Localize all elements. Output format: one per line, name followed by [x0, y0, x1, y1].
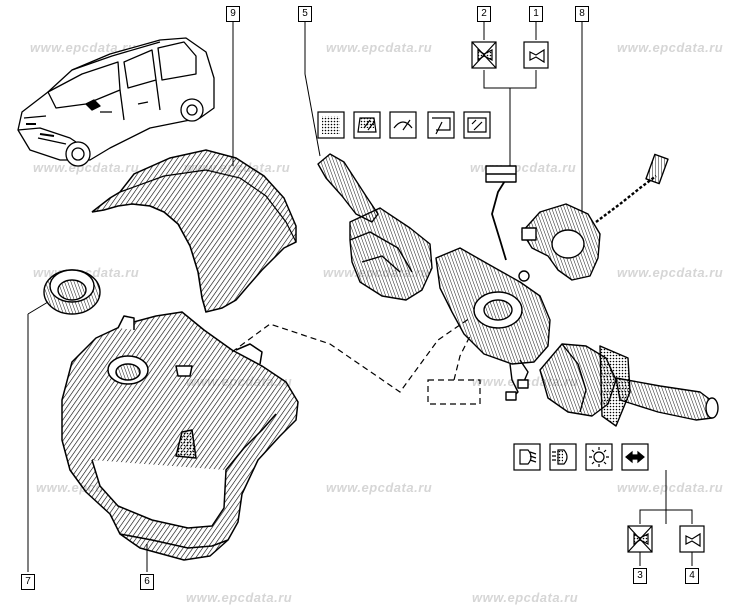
callout-4: 4	[685, 568, 699, 584]
watermark: www.epcdata.ru	[33, 160, 140, 175]
upper-steering-shroud	[91, 149, 297, 313]
wiper-stalk	[317, 153, 433, 301]
transponder-ring	[521, 153, 669, 281]
sidelight-icon	[585, 443, 613, 471]
wiper-single-icon	[389, 111, 417, 139]
wiper-intermittent-icon	[317, 111, 345, 139]
dashed-connection	[231, 317, 481, 405]
callout-7: 7	[21, 574, 35, 590]
horn-symbols-bottom	[627, 525, 705, 553]
horn-icon	[679, 525, 705, 553]
callout-6: 6	[140, 574, 154, 590]
horn-icon	[523, 41, 549, 69]
low-beam-icon	[513, 443, 541, 471]
wiper-rear-icon	[427, 111, 455, 139]
grommet	[43, 269, 101, 315]
horn-crossed-icon	[627, 525, 653, 553]
leader-lines	[27, 20, 693, 572]
washer-rear-icon	[463, 111, 491, 139]
watermark: www.epcdata.ru	[326, 480, 433, 495]
wiper-symbol-row	[317, 111, 491, 139]
turn-signal-icon	[621, 443, 649, 471]
lower-steering-shroud	[61, 311, 299, 561]
callout-9: 9	[226, 6, 240, 22]
light-stalk	[539, 343, 719, 427]
callout-3: 3	[633, 568, 647, 584]
horn-symbols-top	[471, 41, 549, 69]
callout-8: 8	[575, 6, 589, 22]
watermark: www.epcdata.ru	[617, 40, 724, 55]
switch-assembly-body	[435, 165, 551, 401]
callout-2: 2	[477, 6, 491, 22]
high-beam-icon	[549, 443, 577, 471]
watermark: www.epcdata.ru	[326, 40, 433, 55]
watermark: www.epcdata.ru	[30, 40, 137, 55]
watermark: www.epcdata.ru	[617, 265, 724, 280]
car-illustration	[17, 37, 215, 167]
wiper-front-icon	[353, 111, 381, 139]
watermark: www.epcdata.ru	[617, 480, 724, 495]
callout-5: 5	[298, 6, 312, 22]
callout-1: 1	[529, 6, 543, 22]
light-symbol-row	[513, 443, 649, 471]
horn-crossed-icon	[471, 41, 497, 69]
